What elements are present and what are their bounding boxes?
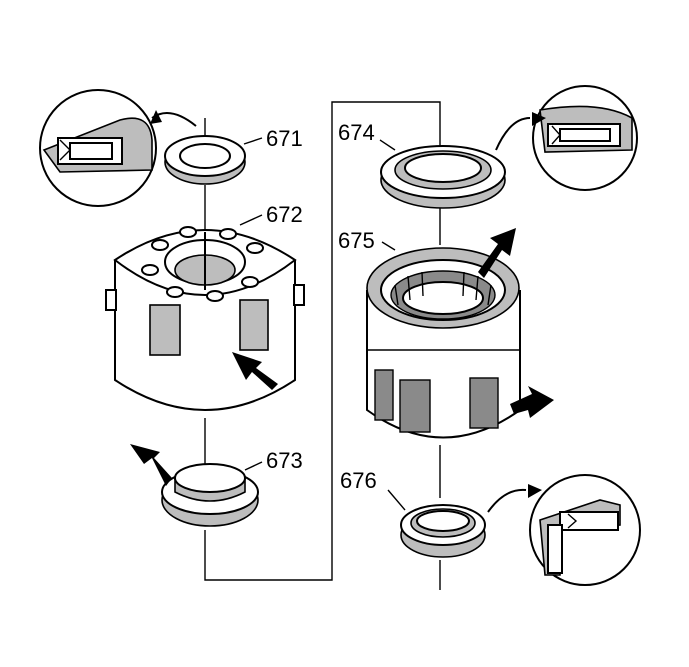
label-672: 672 [266, 202, 303, 227]
thrust-bearing-673 [161, 463, 259, 527]
arrow-icon [528, 484, 542, 498]
curved-arrow-icon [487, 488, 527, 513]
detail-view-676 [529, 474, 641, 586]
carrier-holes [141, 226, 264, 302]
detail-view-674 [532, 85, 638, 191]
bearing-676 [400, 504, 486, 558]
detail-view-671 [39, 89, 157, 207]
arrow-icon [532, 112, 546, 126]
arrow-icon [478, 228, 516, 278]
arrow-icon [150, 110, 162, 124]
gear-teeth [394, 271, 492, 306]
ring-gear-675 [366, 247, 521, 439]
curved-arrow-icon [495, 117, 531, 151]
arrow-icon [130, 444, 172, 486]
label-675: 675 [338, 228, 375, 253]
arrow-icon [510, 386, 554, 418]
washer-671 [164, 135, 246, 185]
label-674: 674 [338, 120, 375, 145]
arrow-icon [232, 352, 278, 390]
label-676: 676 [340, 468, 377, 493]
seal-674 [380, 145, 506, 209]
label-671: 671 [266, 126, 303, 151]
assembly-bracket-line [204, 101, 441, 581]
label-673: 673 [266, 448, 303, 473]
